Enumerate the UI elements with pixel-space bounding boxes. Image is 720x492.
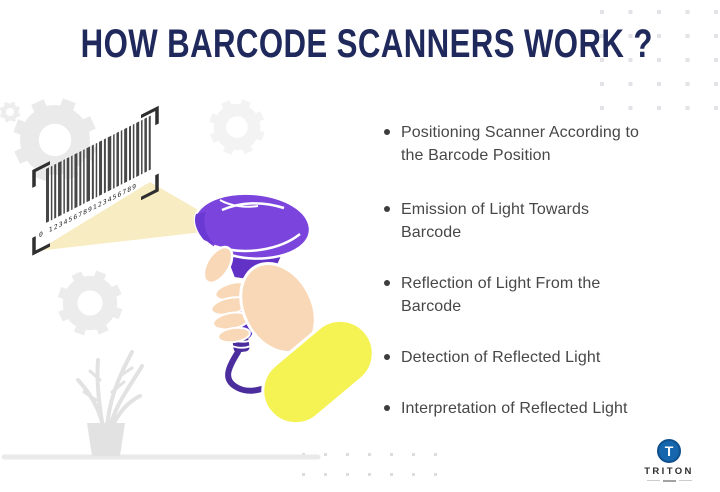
tagline-line-right bbox=[678, 480, 692, 482]
plant-icon bbox=[76, 350, 144, 456]
list-item: Emission of Light Towards Barcode bbox=[384, 198, 704, 244]
scanner-beam bbox=[37, 182, 203, 251]
barcode-bars bbox=[46, 115, 151, 223]
list-item: Positioning Scanner According to the Bar… bbox=[384, 121, 704, 167]
page-title: HOW BARCODE SCANNERS WORK ? bbox=[80, 22, 653, 66]
tagline-line-left bbox=[646, 480, 660, 482]
gear-icon bbox=[0, 101, 21, 123]
brand-logo: T TRITON bbox=[633, 438, 705, 482]
bullet-dot bbox=[384, 354, 390, 360]
step-text: Emission of Light Towards Barcode bbox=[401, 201, 590, 241]
scan-frame-brackets bbox=[32, 105, 159, 256]
triton-logo-icon: T bbox=[657, 438, 681, 463]
gear-icon bbox=[57, 270, 123, 336]
step-text: Detection of Reflected Light bbox=[401, 349, 601, 366]
fingers bbox=[210, 281, 252, 344]
logo-tagline-divider bbox=[646, 479, 692, 482]
bullet-dot bbox=[384, 129, 390, 135]
dot-grid-top-right bbox=[600, 10, 718, 110]
list-item: Detection of Reflected Light bbox=[384, 346, 704, 369]
step-text: Reflection of Light From the Barcode bbox=[401, 275, 601, 315]
list-item: Interpretation of Reflected Light bbox=[384, 397, 704, 420]
bullet-dot bbox=[384, 280, 390, 286]
scanner-and-hand bbox=[193, 192, 375, 426]
steps-list: Positioning Scanner According to the Bar… bbox=[384, 121, 704, 448]
thumb bbox=[202, 245, 234, 285]
tagline-mark bbox=[662, 479, 676, 482]
logo-name: TRITON bbox=[644, 465, 694, 477]
scanner-nose bbox=[194, 212, 214, 244]
logo-monogram: T bbox=[664, 442, 674, 459]
barcode: 0 123456789123456789 bbox=[32, 105, 159, 256]
dot-grid-bottom bbox=[302, 453, 437, 476]
bullet-dot bbox=[384, 206, 390, 212]
list-item: Reflection of Light From the Barcode bbox=[384, 272, 704, 318]
bullet-dot bbox=[384, 405, 390, 411]
step-text: Positioning Scanner According to the Bar… bbox=[401, 124, 640, 164]
gear-icon bbox=[209, 99, 265, 155]
sleeve bbox=[261, 318, 375, 426]
step-text: Interpretation of Reflected Light bbox=[401, 400, 628, 417]
